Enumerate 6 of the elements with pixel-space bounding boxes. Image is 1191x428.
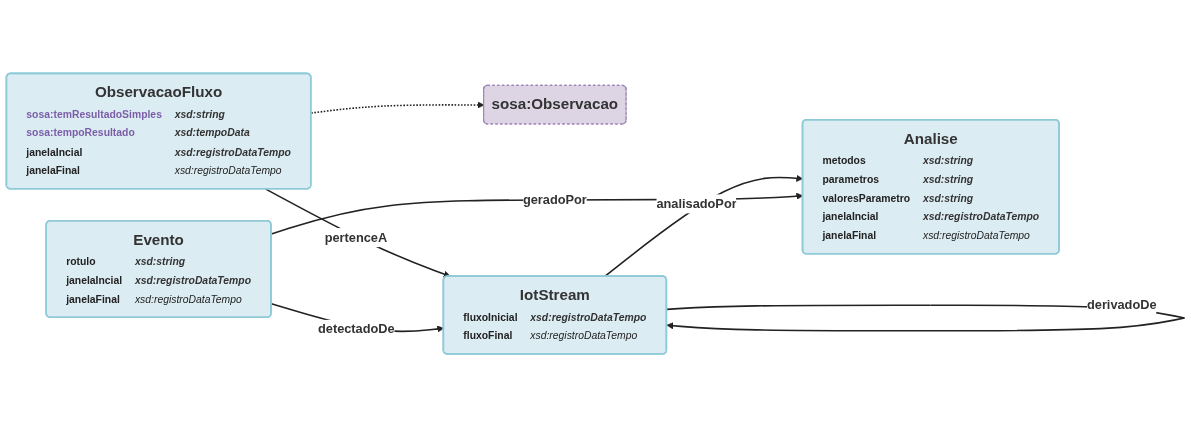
edge-label: pertenceA <box>324 230 388 245</box>
edge-label: derivadoDe <box>1086 298 1157 312</box>
edge-label: analisadoPor <box>656 197 737 211</box>
arrow <box>265 188 451 278</box>
edge-label: geradoPor <box>522 193 587 207</box>
edge-label: detectadoDe <box>317 322 395 337</box>
